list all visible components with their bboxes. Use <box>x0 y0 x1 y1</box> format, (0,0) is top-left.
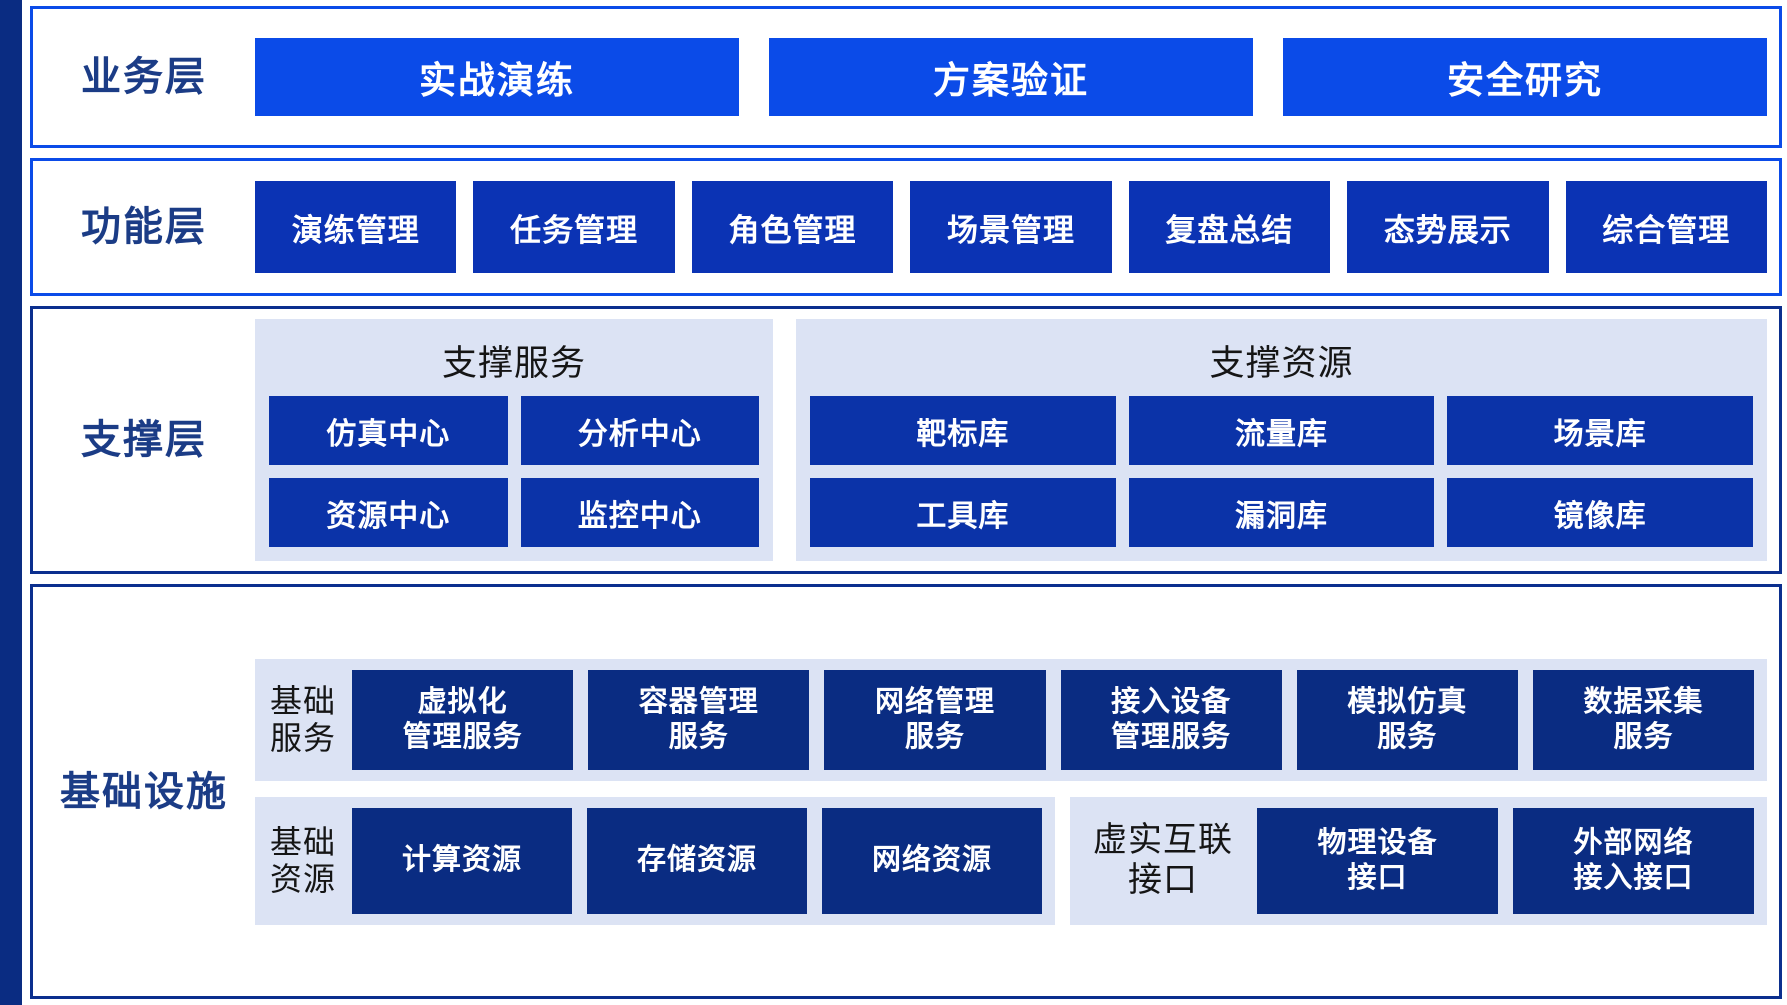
infra-basic-resource-2[interactable]: 网络资源 <box>822 807 1043 914</box>
infra-interconnect-0[interactable]: 物理设备 接口 <box>1257 807 1498 914</box>
support-group-resources: 支撑资源 靶标库 流量库 场景库 工具库 漏洞库 镜像库 <box>796 319 1767 561</box>
function-item-5[interactable]: 态势展示 <box>1347 181 1549 273</box>
infra-basic-resource-0[interactable]: 计算资源 <box>352 807 573 914</box>
infra-basic-service-1[interactable]: 容器管理 服务 <box>588 669 810 770</box>
infra-interconnect-1[interactable]: 外部网络 接入接口 <box>1513 807 1754 914</box>
infra-panel-basic-services: 基础 服务 虚拟化 管理服务 容器管理 服务 网络管理 服务 接入设备 管理服务… <box>255 658 1767 781</box>
support-resource-3[interactable]: 工具库 <box>810 478 1116 547</box>
business-item-1[interactable]: 方案验证 <box>769 38 1253 116</box>
layer-infrastructure-label: 基础设施 <box>60 769 228 814</box>
function-item-6[interactable]: 综合管理 <box>1565 181 1767 273</box>
support-group-services-title: 支撑服务 <box>441 344 586 383</box>
infra-interconnect-chips: 物理设备 接口 外部网络 接入接口 <box>1257 807 1754 914</box>
infra-basic-service-3[interactable]: 接入设备 管理服务 <box>1060 669 1282 770</box>
business-item-2[interactable]: 安全研究 <box>1283 38 1767 116</box>
layer-infrastructure-panels: 基础 服务 虚拟化 管理服务 容器管理 服务 网络管理 服务 接入设备 管理服务… <box>255 587 1779 996</box>
support-group-services: 支撑服务 仿真中心 分析中心 资源中心 监控中心 <box>255 319 773 561</box>
infra-basic-service-2[interactable]: 网络管理 服务 <box>824 669 1046 770</box>
infra-basic-service-4[interactable]: 模拟仿真 服务 <box>1296 669 1518 770</box>
layer-function-label: 功能层 <box>81 205 207 249</box>
support-service-0[interactable]: 仿真中心 <box>269 396 508 465</box>
business-item-0[interactable]: 实战演练 <box>255 38 739 116</box>
infra-basic-services-chips: 虚拟化 管理服务 容器管理 服务 网络管理 服务 接入设备 管理服务 模拟仿真 … <box>352 669 1755 770</box>
infra-row-basic-resources: 基础 资源 计算资源 存储资源 网络资源 虚实互联 接口 物理设备 接口 外部网… <box>255 796 1767 925</box>
support-resource-2[interactable]: 场景库 <box>1447 396 1753 465</box>
layer-business-items: 实战演练 方案验证 安全研究 <box>255 9 1779 145</box>
infra-basic-service-0[interactable]: 虚拟化 管理服务 <box>352 669 574 770</box>
left-accent-bar <box>0 0 22 1005</box>
infra-panel-interconnect-label: 虚实互联 接口 <box>1093 821 1233 899</box>
infra-panel-interconnect: 虚实互联 接口 物理设备 接口 外部网络 接入接口 <box>1070 796 1767 925</box>
infra-panel-basic-resources: 基础 资源 计算资源 存储资源 网络资源 <box>255 796 1055 925</box>
function-item-3[interactable]: 场景管理 <box>910 181 1112 273</box>
support-service-1[interactable]: 分析中心 <box>520 396 759 465</box>
support-service-3[interactable]: 监控中心 <box>520 478 759 547</box>
layer-infrastructure: 基础设施 基础 服务 虚拟化 管理服务 容器管理 服务 网络管理 服务 接入设备… <box>30 584 1782 999</box>
infra-basic-resource-1[interactable]: 存储资源 <box>587 807 808 914</box>
layer-support: 支撑层 支撑服务 仿真中心 分析中心 资源中心 监控中心 支撑资源 靶标库 流量… <box>30 306 1782 574</box>
support-service-2[interactable]: 资源中心 <box>269 478 508 547</box>
infra-panel-basic-resources-label: 基础 资源 <box>270 823 337 897</box>
infra-basic-resources-chips: 计算资源 存储资源 网络资源 <box>352 807 1043 914</box>
function-item-0[interactable]: 演练管理 <box>255 181 457 273</box>
infra-basic-service-5[interactable]: 数据采集 服务 <box>1532 669 1755 770</box>
infra-row-basic-services: 基础 服务 虚拟化 管理服务 容器管理 服务 网络管理 服务 接入设备 管理服务… <box>255 658 1767 781</box>
support-resource-5[interactable]: 镜像库 <box>1447 478 1753 547</box>
layer-function: 功能层 演练管理 任务管理 角色管理 场景管理 复盘总结 态势展示 综合管理 <box>30 158 1782 296</box>
support-resources-grid: 靶标库 流量库 场景库 工具库 漏洞库 镜像库 <box>810 396 1753 547</box>
support-resource-1[interactable]: 流量库 <box>1128 396 1435 465</box>
support-group-resources-title: 支撑资源 <box>1209 344 1354 383</box>
support-resource-4[interactable]: 漏洞库 <box>1128 478 1435 547</box>
layer-business-label: 业务层 <box>81 55 207 99</box>
layer-support-label: 支撑层 <box>81 418 207 462</box>
layer-function-items: 演练管理 任务管理 角色管理 场景管理 复盘总结 态势展示 综合管理 <box>255 161 1779 293</box>
infra-panel-basic-services-label: 基础 服务 <box>270 682 337 756</box>
layer-business: 业务层 实战演练 方案验证 安全研究 <box>30 6 1782 148</box>
support-services-grid: 仿真中心 分析中心 资源中心 监控中心 <box>269 396 759 547</box>
function-item-4[interactable]: 复盘总结 <box>1128 181 1331 273</box>
function-item-1[interactable]: 任务管理 <box>473 181 675 273</box>
layer-support-groups: 支撑服务 仿真中心 分析中心 资源中心 监控中心 支撑资源 靶标库 流量库 场景… <box>255 309 1779 571</box>
function-item-2[interactable]: 角色管理 <box>691 181 894 273</box>
support-resource-0[interactable]: 靶标库 <box>810 396 1116 465</box>
